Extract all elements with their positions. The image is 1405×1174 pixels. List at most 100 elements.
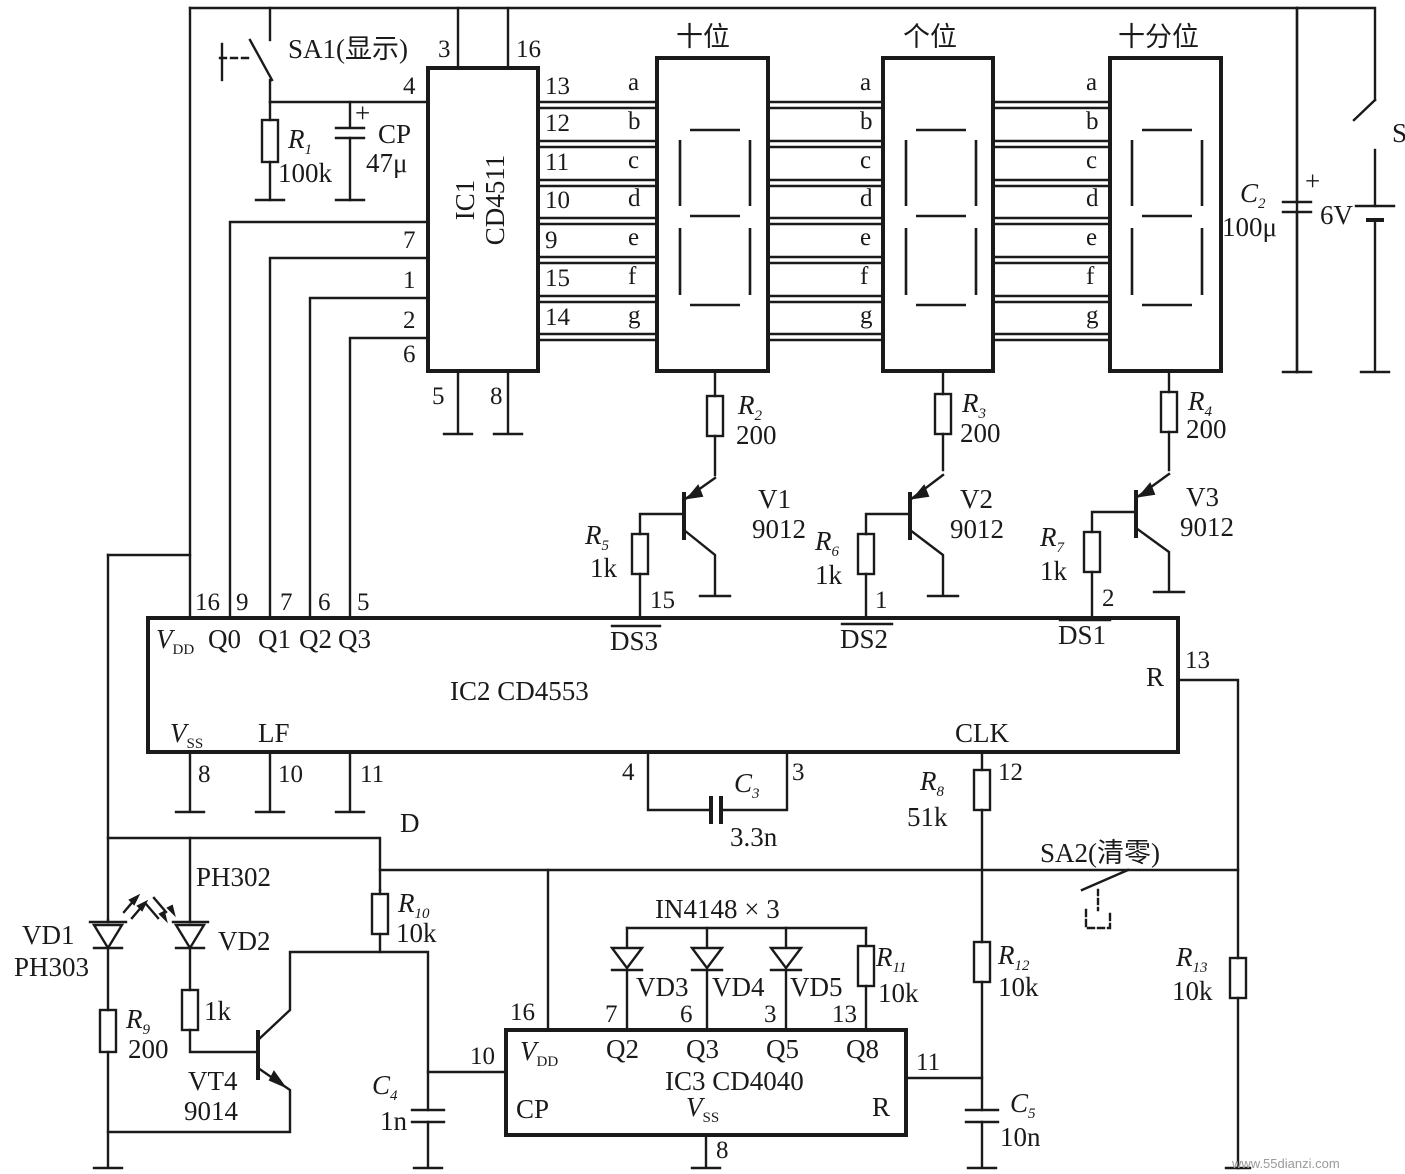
ic3-q8: Q8 bbox=[846, 1034, 879, 1064]
r1-name: R bbox=[287, 124, 305, 154]
c3-name: C bbox=[734, 768, 753, 798]
ic1-pin15: 15 bbox=[545, 265, 570, 292]
ic2-pin15: 15 bbox=[650, 587, 675, 614]
seg-a-1: a bbox=[628, 69, 639, 96]
r6-sub: 6 bbox=[832, 544, 840, 560]
r1-cp-network: + R1 100k CP 47μ bbox=[254, 98, 430, 202]
ic2-bottom-connections: C3 3.3n bbox=[174, 750, 789, 852]
r5-name: R bbox=[584, 520, 602, 550]
vt4-stage: R10 10k VT4 9014 C4 1n bbox=[106, 888, 508, 1170]
sensor-bus: D bbox=[106, 553, 420, 922]
ic3-pin8: 8 bbox=[716, 1137, 729, 1164]
seg-b-1: b bbox=[628, 108, 641, 135]
seg-e-3: e bbox=[1086, 224, 1097, 251]
ic2-q3: Q3 bbox=[338, 624, 371, 654]
ic2-q1: Q1 bbox=[258, 624, 291, 654]
r8-value: 51k bbox=[907, 802, 948, 832]
ic2-pin16: 16 bbox=[195, 589, 220, 616]
ic3-r: R bbox=[872, 1092, 890, 1122]
driver-v2: R3 200 V2 9012 R6 1k bbox=[814, 369, 1004, 620]
c2-value: 100μ bbox=[1222, 212, 1277, 242]
v1-name: V1 bbox=[758, 484, 791, 514]
svg-text:R8: R8 bbox=[919, 766, 945, 800]
label-tens: 十位 bbox=[676, 22, 730, 52]
r1-resistor bbox=[260, 118, 280, 164]
ic3-cp: CP bbox=[516, 1094, 549, 1124]
r8-sub: 8 bbox=[937, 784, 945, 800]
ph302-label: PH302 bbox=[196, 862, 271, 892]
r6-name: R bbox=[814, 526, 832, 556]
ic3-q3: Q3 bbox=[686, 1034, 719, 1064]
overbars bbox=[610, 618, 1112, 628]
ic2-pin8: 8 bbox=[198, 761, 211, 788]
sa1-switch: SA1(显示) bbox=[218, 6, 408, 104]
c2-plus: + bbox=[1305, 166, 1320, 196]
r5-value: 1k bbox=[590, 553, 618, 583]
ic2-pin2: 2 bbox=[1102, 585, 1115, 612]
r10-name: R bbox=[397, 888, 415, 918]
battery-label: 6V bbox=[1320, 200, 1354, 230]
c5-sub: 5 bbox=[1028, 1106, 1036, 1122]
v1-part: 9012 bbox=[752, 514, 806, 544]
r10-value: 10k bbox=[396, 918, 437, 948]
r1-sub: 1 bbox=[305, 142, 313, 158]
diode-and-gate: IN4148 × 3 VD3 VD4 VD5 R11 10k bbox=[609, 894, 919, 1032]
ic1-pin2: 2 bbox=[403, 307, 416, 334]
r7-value: 1k bbox=[1040, 556, 1068, 586]
ic3-pin6: 6 bbox=[680, 1001, 693, 1028]
ic1-part: CD4511 bbox=[480, 155, 510, 246]
ic2-ds1: DS1 bbox=[1058, 620, 1106, 650]
ic2-r: R bbox=[1146, 662, 1164, 692]
ic3-pin11: 11 bbox=[916, 1049, 940, 1076]
r13-name: R bbox=[1175, 942, 1193, 972]
vt4-part: 9014 bbox=[184, 1096, 239, 1126]
svg-text:VDD: VDD bbox=[156, 624, 194, 658]
svg-text:C4: C4 bbox=[372, 1070, 398, 1104]
ic2-pin11: 11 bbox=[360, 761, 384, 788]
r12-sub: 12 bbox=[1015, 958, 1031, 974]
r12-value: 10k bbox=[998, 972, 1039, 1002]
c4-name: C bbox=[372, 1070, 391, 1100]
ic2-q0: Q0 bbox=[208, 624, 241, 654]
vd5-label: VD5 bbox=[790, 972, 843, 1002]
ic1-pin10: 10 bbox=[545, 187, 570, 214]
vd2-label: VD2 bbox=[218, 926, 271, 956]
svg-text:VSS: VSS bbox=[686, 1092, 719, 1126]
c2-sub: 2 bbox=[1258, 196, 1266, 212]
segment-bus bbox=[536, 100, 1112, 342]
seg-c-2: c bbox=[860, 147, 871, 174]
svg-text:C2: C2 bbox=[1240, 178, 1266, 212]
ic1-pin4: 4 bbox=[403, 73, 416, 100]
r2-value: 200 bbox=[736, 420, 777, 450]
r4-value: 200 bbox=[1186, 414, 1227, 444]
ic2-ds3: DS3 bbox=[610, 626, 658, 656]
ic2-ds2: DS2 bbox=[840, 624, 888, 654]
display-tenths: 十分位 bbox=[1108, 22, 1223, 373]
c5-name: C bbox=[1010, 1088, 1029, 1118]
r11-value: 10k bbox=[878, 978, 919, 1008]
c2-name: C bbox=[1240, 178, 1259, 208]
ic3-pin10: 10 bbox=[470, 1043, 495, 1070]
ic3-pin16: 16 bbox=[510, 999, 535, 1026]
node-d-label: D bbox=[400, 808, 420, 838]
r11-name: R bbox=[875, 942, 893, 972]
ic2-cd4553: IC2 CD4553 16 9 7 6 5 15 1 2 13 VDD Q0 Q… bbox=[146, 585, 1210, 788]
ic3-q5: Q5 bbox=[766, 1034, 799, 1064]
ic3-q2: Q2 bbox=[606, 1034, 639, 1064]
ic1-pin14: 14 bbox=[545, 304, 571, 331]
r-1k-label: 1k bbox=[204, 996, 232, 1026]
driver-v1: R2 200 V1 9012 R5 1k bbox=[584, 369, 806, 620]
seg-f-1: f bbox=[628, 263, 637, 290]
bcd-wires bbox=[228, 220, 430, 620]
seg-c-3: c bbox=[1086, 147, 1097, 174]
ic3-vdd-sub: DD bbox=[537, 1054, 559, 1070]
vd4-label: VD4 bbox=[712, 972, 765, 1002]
r4-sub: 4 bbox=[1205, 404, 1213, 420]
ic2-vdd: V bbox=[156, 624, 176, 654]
svg-text:R4: R4 bbox=[1187, 386, 1213, 420]
svg-text:R9: R9 bbox=[125, 1004, 151, 1038]
r9-sub: 9 bbox=[143, 1022, 151, 1038]
ic2-vdd-sub: DD bbox=[173, 642, 195, 658]
